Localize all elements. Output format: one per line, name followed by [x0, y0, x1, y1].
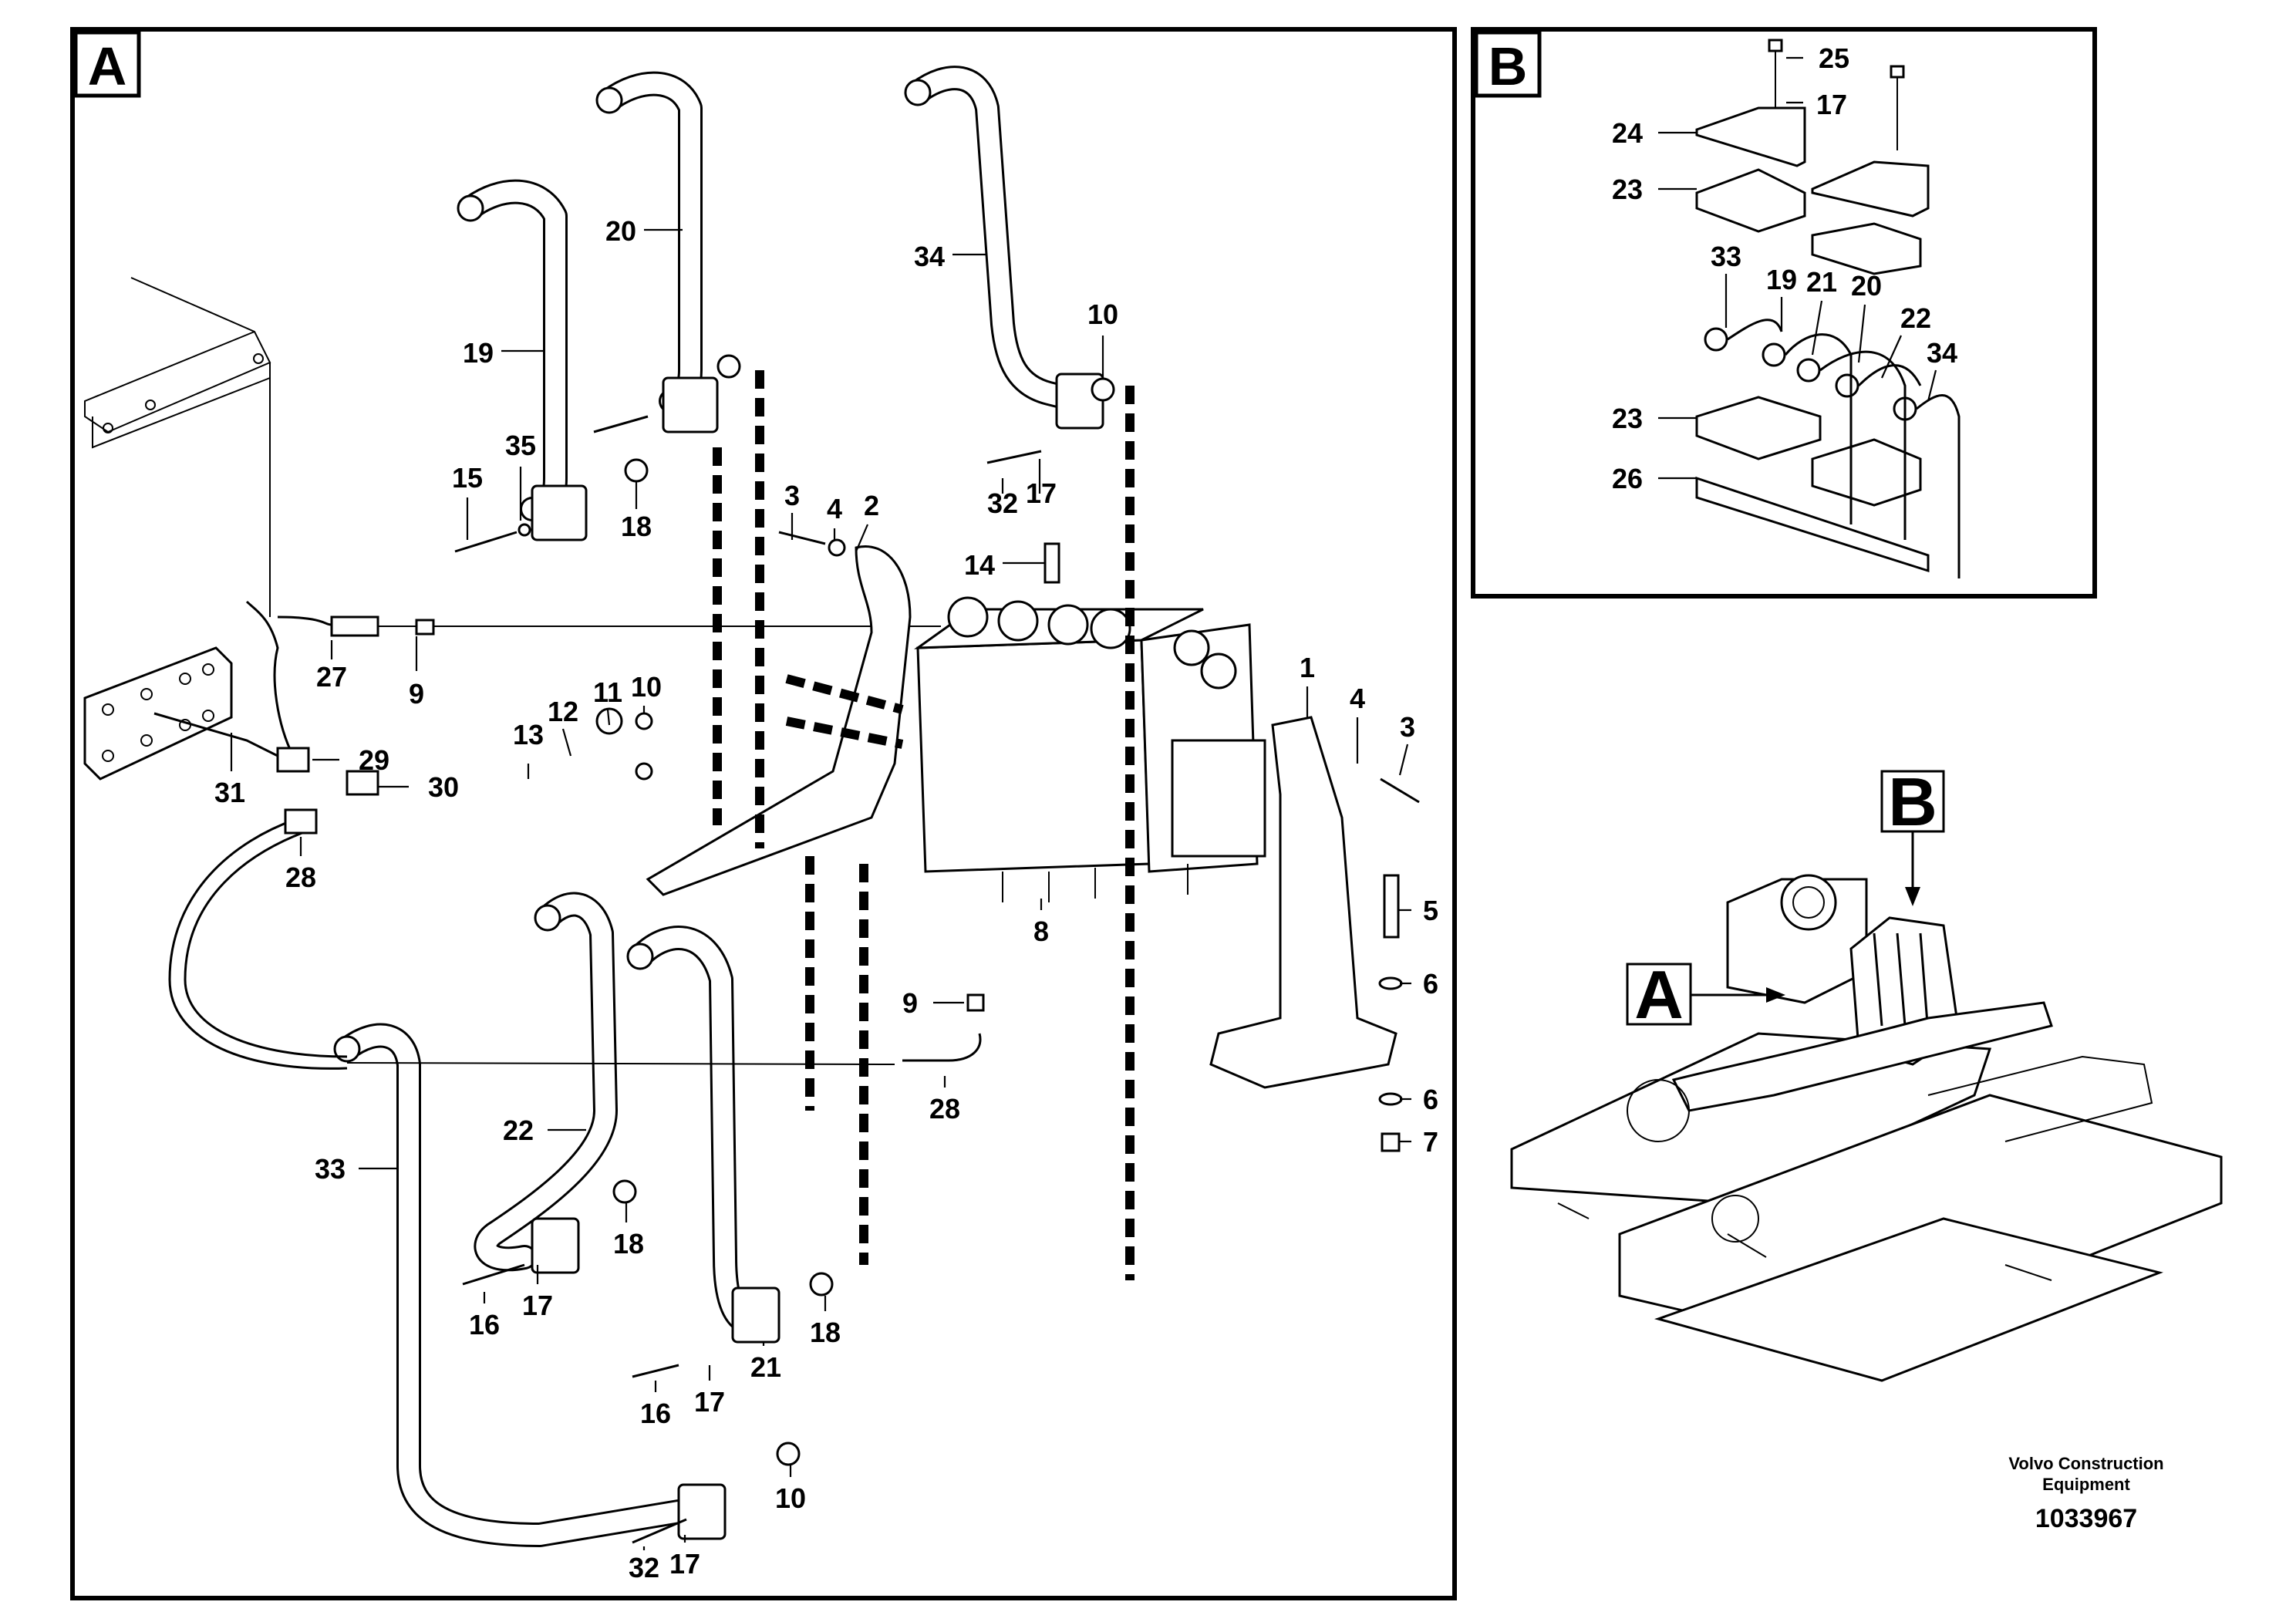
callout-19: 19 [463, 337, 494, 369]
callout-15: 15 [452, 462, 483, 494]
pipe-19 [457, 179, 588, 541]
panel-b-frame [1471, 27, 2097, 599]
callout-b-20: 20 [1851, 270, 1882, 302]
callout-16-bottom: 16 [640, 1398, 671, 1429]
callout-8: 8 [1033, 916, 1049, 947]
callout-28-left: 28 [285, 862, 316, 893]
callout-10-top: 10 [1087, 298, 1118, 330]
callout-1: 1 [1300, 652, 1315, 683]
callout-29: 29 [359, 744, 389, 776]
callout-16-mid: 16 [469, 1309, 500, 1340]
callout-9-bottom: 9 [902, 987, 918, 1019]
callout-b-25: 25 [1819, 42, 1849, 74]
callout-b-33: 33 [1711, 241, 1741, 272]
callout-3-right: 3 [1400, 711, 1415, 743]
callout-20: 20 [605, 215, 636, 247]
bracket-2 [646, 545, 912, 896]
inset-tag-a: A [1634, 956, 1684, 1033]
callout-27: 27 [316, 661, 347, 693]
callout-21: 21 [750, 1351, 781, 1383]
callout-3-left: 3 [784, 480, 800, 511]
hose-28 [168, 808, 982, 1070]
footer: Volvo Construction Equipment 1033967 [2008, 1454, 2163, 1533]
callout-11: 11 [593, 676, 622, 708]
pipe-21 [626, 926, 781, 1344]
callout-b-21: 21 [1806, 266, 1837, 298]
fittings-29-30 [153, 712, 379, 796]
callout-17-last: 17 [669, 1548, 700, 1580]
callout-34: 34 [914, 241, 945, 272]
panel-b: B 25 17 24 [1471, 27, 2097, 599]
callout-9-top: 9 [409, 678, 424, 710]
callout-5: 5 [1423, 895, 1438, 926]
pipe-20 [595, 71, 719, 433]
callout-31: 31 [214, 777, 245, 808]
inset-tag-b: B [1888, 764, 1937, 840]
callout-35: 35 [505, 430, 536, 461]
callout-30: 30 [428, 771, 459, 803]
brand-line-2: Equipment [2042, 1475, 2130, 1494]
callout-6-bottom: 6 [1423, 1084, 1438, 1115]
callout-b-17: 17 [1816, 89, 1847, 120]
callout-b-34: 34 [1927, 337, 1957, 369]
callout-2: 2 [864, 490, 879, 521]
callout-10-bottom: 10 [775, 1482, 806, 1514]
callout-17-mid: 17 [522, 1290, 553, 1321]
callout-17-top: 17 [1026, 477, 1057, 509]
callout-18-mid: 18 [613, 1228, 644, 1259]
callouts-panel-a: 19 20 34 10 15 35 18 3 4 2 32 17 14 [214, 215, 1438, 1583]
control-valve [914, 596, 1266, 902]
callout-13: 13 [513, 719, 544, 750]
callouts-panel-b: 25 17 24 23 33 19 21 20 22 34 23 26 [1612, 42, 1957, 494]
callout-32-top: 32 [987, 487, 1018, 519]
brand-line-1: Volvo Construction [2008, 1454, 2163, 1473]
callout-17-bottom: 17 [694, 1386, 725, 1418]
pipe-33 [333, 1023, 727, 1547]
callout-33: 33 [315, 1153, 346, 1185]
callout-18-bottom: 18 [810, 1317, 841, 1348]
callout-b-23-bottom: 23 [1612, 403, 1643, 434]
callout-22: 22 [503, 1114, 534, 1146]
panel-a-tag-box [73, 30, 141, 98]
callout-28-bottom: 28 [929, 1093, 960, 1125]
callout-b-22: 22 [1900, 302, 1931, 334]
machine-overview-inset: B A [1510, 764, 2223, 1382]
callout-b-26: 26 [1612, 463, 1643, 494]
callout-10-mid: 10 [631, 671, 662, 703]
callout-14: 14 [964, 549, 995, 581]
clamp-assembly [1695, 39, 1961, 578]
callout-b-23-top: 23 [1612, 174, 1643, 205]
panel-a: A [70, 27, 1457, 1600]
callout-b-24: 24 [1612, 117, 1643, 149]
hose-27 [245, 600, 941, 757]
bracket-1 [1209, 716, 1397, 1089]
hydraulic-tank-outline [84, 277, 271, 617]
callout-b-19: 19 [1766, 264, 1797, 295]
dashed-leaders [713, 370, 1135, 1280]
panel-a-tag: A [88, 36, 127, 96]
callout-32-bottom: 32 [629, 1552, 659, 1583]
panel-b-tag-box [1474, 30, 1542, 98]
callout-12: 12 [548, 696, 578, 727]
callout-4-left: 4 [827, 493, 842, 524]
callout-6-top: 6 [1423, 968, 1438, 1000]
callout-18-top: 18 [621, 511, 652, 542]
panel-a-frame [70, 27, 1457, 1600]
document-number: 1033967 [2035, 1504, 2137, 1533]
panel-b-tag: B [1489, 36, 1528, 96]
callout-7: 7 [1423, 1126, 1438, 1158]
pipe-22 [474, 892, 618, 1274]
callout-4-right: 4 [1350, 683, 1365, 714]
